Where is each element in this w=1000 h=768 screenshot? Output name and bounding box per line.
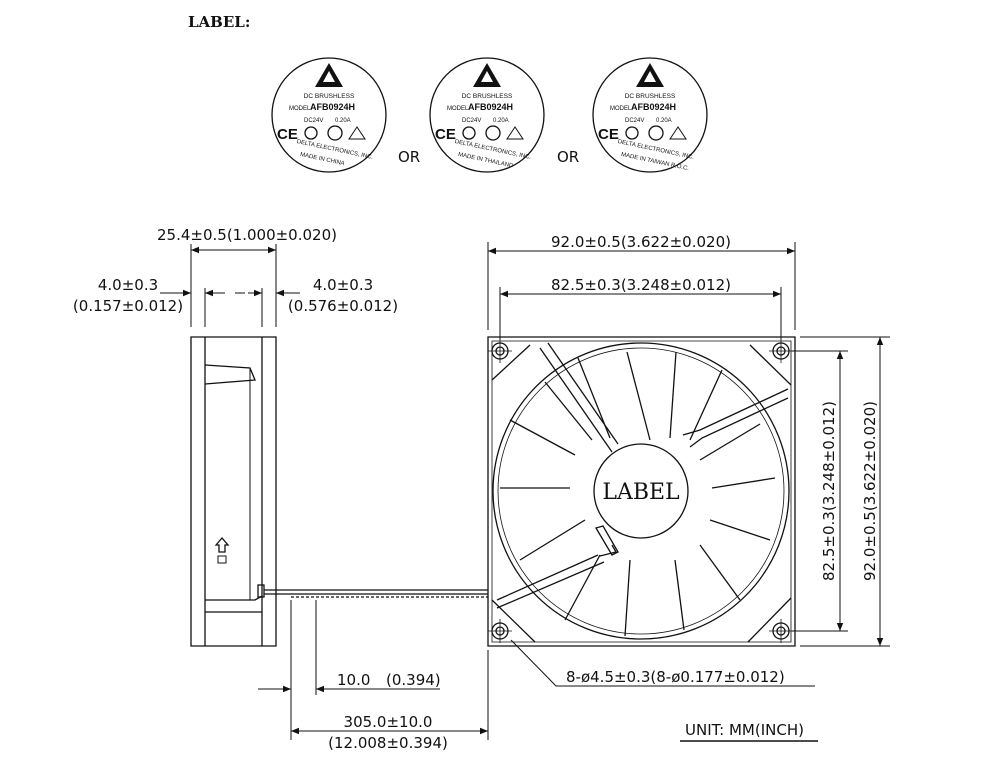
dim-side-right-in: (0.576±0.012) <box>288 297 398 315</box>
cul-mark-icon <box>485 125 501 141</box>
or-text: OR <box>557 148 579 166</box>
unit-note: UNIT: MM(INCH) <box>685 721 804 739</box>
ul-mark-icon <box>625 126 639 140</box>
ce-mark-icon: CE <box>435 126 456 143</box>
dim-strip-in: (0.394) <box>386 671 441 689</box>
tuv-mark-icon <box>348 126 366 140</box>
label-sticker-2: DC BRUSHLESS MODEL AFB0924H DC24V 0.20A … <box>429 57 545 173</box>
ce-mark-icon: CE <box>598 126 619 143</box>
dim-side-left-in: (0.157±0.012) <box>73 297 183 315</box>
front-view-dimensions <box>487 242 890 687</box>
label-rating-v: DC24V <box>304 118 323 124</box>
label-rating-a: 0.20A <box>493 118 509 124</box>
airflow-arrow-icon <box>214 537 230 564</box>
lead-dimensions <box>258 600 489 740</box>
label-rating-a: 0.20A <box>656 118 672 124</box>
label-line1: DC BRUSHLESS <box>625 93 676 100</box>
label-sticker-1: DC BRUSHLESS MODEL AFB0924H DC24V 0.20A … <box>271 57 387 173</box>
tuv-mark-icon <box>506 126 524 140</box>
dim-front-width: 92.0±0.5(3.622±0.020) <box>551 233 731 251</box>
lead-wires <box>264 589 488 598</box>
label-model-prefix: MODEL <box>447 106 469 112</box>
label-sticker-3: DC BRUSHLESS MODEL AFB0924H DC24V 0.20A … <box>592 57 708 173</box>
dim-hole-spacing-v: 82.5±0.3(3.248±0.012) <box>820 401 838 581</box>
dim-side-right-mm: 4.0±0.3 <box>313 276 373 294</box>
dim-side-left-mm: 4.0±0.3 <box>98 276 158 294</box>
label-model: AFB0924H <box>310 102 355 112</box>
label-rating-a: 0.20A <box>335 118 351 124</box>
dim-lead-in: (12.008±0.394) <box>328 734 448 752</box>
label-model-prefix: MODEL <box>610 106 632 112</box>
tuv-mark-icon <box>669 126 687 140</box>
label-heading: LABEL: <box>188 13 250 31</box>
label-rating-v: DC24V <box>625 118 644 124</box>
label-model-prefix: MODEL <box>289 106 311 112</box>
dim-hole-spacing: 82.5±0.3(3.248±0.012) <box>551 276 731 294</box>
ul-mark-icon <box>462 126 476 140</box>
label-rating-v: DC24V <box>462 118 481 124</box>
dim-side-width: 25.4±0.5(1.000±0.020) <box>157 226 337 244</box>
dim-front-height: 92.0±0.5(3.622±0.020) <box>861 401 879 581</box>
cul-mark-icon <box>648 125 664 141</box>
or-text: OR <box>398 148 420 166</box>
dim-hole-dia: 8-ø4.5±0.3(8-ø0.177±0.012) <box>566 668 785 686</box>
side-view-dimensions <box>160 244 300 327</box>
ce-mark-icon: CE <box>277 126 298 143</box>
cul-mark-icon <box>327 125 343 141</box>
hole-center-marks <box>488 339 793 643</box>
label-model: AFB0924H <box>631 102 676 112</box>
side-view <box>190 336 277 647</box>
label-line1: DC BRUSHLESS <box>462 93 513 100</box>
label-origin: MADE IN CHINA <box>299 152 345 167</box>
dim-strip-mm: 10.0 <box>337 671 370 689</box>
dim-lead-mm: 305.0±10.0 <box>344 713 433 731</box>
label-line1: DC BRUSHLESS <box>304 93 355 100</box>
fan-center-label: LABEL <box>602 480 680 505</box>
label-model: AFB0924H <box>468 102 513 112</box>
ul-mark-icon <box>304 126 318 140</box>
